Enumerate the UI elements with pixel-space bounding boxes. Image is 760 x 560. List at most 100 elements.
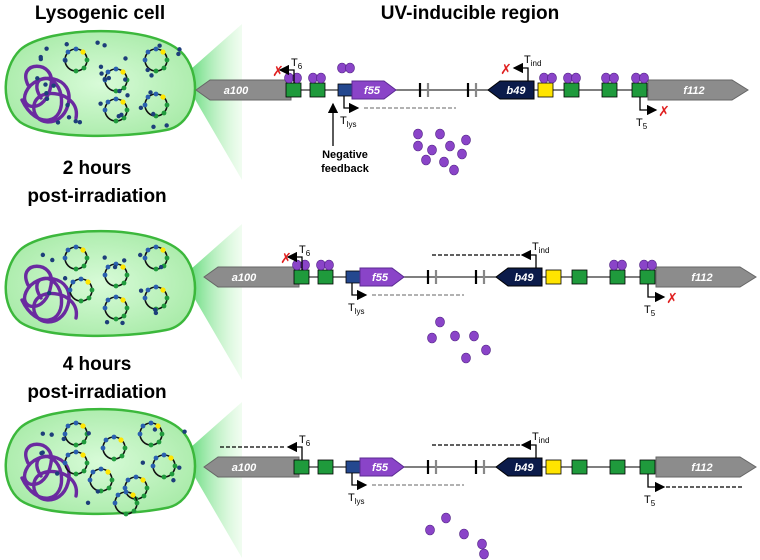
circle-marker <box>102 107 108 113</box>
operator-box <box>571 269 588 285</box>
repressor-pair-b <box>617 259 627 271</box>
gene-f55 <box>351 80 397 100</box>
circle-marker <box>73 471 79 477</box>
promoter-tind-arrow <box>512 62 529 81</box>
circle-marker <box>141 493 147 499</box>
free-repressor <box>450 330 460 342</box>
free-repressor <box>427 332 437 344</box>
cytoplasm-dot <box>157 43 162 48</box>
circle-marker <box>70 279 76 285</box>
free-repressor <box>421 154 431 166</box>
repressor-pair-b <box>571 72 581 84</box>
circle-marker <box>153 266 159 272</box>
cytoplasm-dot <box>40 431 46 436</box>
promoter-tlys-label-main: T <box>348 302 355 314</box>
cytoplasm-dot <box>151 111 156 117</box>
promoter-t5-label-main: T <box>644 304 651 316</box>
circle-marker <box>105 99 111 105</box>
cytoplasm-dot <box>66 115 72 120</box>
promoter-t5-label-main: T <box>644 494 651 506</box>
circle-marker <box>67 287 73 293</box>
circle-marker <box>105 297 111 303</box>
operator-box <box>639 269 656 285</box>
circle-marker <box>113 88 119 94</box>
promoter-tind-arrow <box>520 439 537 458</box>
circle-marker <box>112 500 118 506</box>
free-repressor <box>441 512 451 524</box>
promoter-tlys-arrow <box>351 283 368 301</box>
promoter-tind-label-main: T <box>524 54 531 66</box>
cytoplasm-dot <box>164 123 169 128</box>
circle-marker <box>65 452 71 458</box>
repressor-pair-a <box>316 259 326 271</box>
circle-marker-yellow <box>120 264 126 270</box>
circle-marker <box>73 442 79 448</box>
circle-marker-yellow <box>80 247 86 253</box>
cytoplasm-dot <box>123 56 128 61</box>
circle-marker <box>65 247 71 253</box>
free-repressor <box>479 548 489 560</box>
circle-marker <box>113 283 119 289</box>
circle-marker-yellow <box>105 469 111 475</box>
circle-marker <box>148 442 154 448</box>
free-repressor <box>477 538 487 550</box>
blocked-t6-mark: ✗ <box>272 64 284 80</box>
gene-f112 <box>647 79 749 101</box>
cytoplasm-dot <box>106 75 112 81</box>
promoter-tlys-label-sub: lys <box>355 497 365 506</box>
circle-marker <box>145 287 151 293</box>
lysogenic-cell-title: Lysogenic cell <box>35 3 165 24</box>
cytoplasm-dot <box>40 252 46 258</box>
cytoplasm-dot <box>140 460 146 465</box>
circle-marker <box>73 420 79 426</box>
gene-f55 <box>359 457 405 477</box>
circle-marker <box>145 49 151 55</box>
cytoplasm-dot <box>152 427 158 432</box>
gene-a100-label: a100 <box>232 272 257 284</box>
cytoplasm-dot <box>98 64 104 70</box>
circle-marker <box>105 69 111 75</box>
circle-marker <box>131 508 137 514</box>
circle-marker <box>102 305 108 311</box>
blue-operator-box <box>345 460 361 474</box>
cytoplasm-dot <box>112 264 118 270</box>
promoter-tind-label: Tind <box>532 431 549 445</box>
cytoplasm-dot <box>145 67 150 73</box>
repressor-pair-a <box>631 72 641 84</box>
circle-marker <box>161 303 167 309</box>
repressor-pair-a <box>563 72 573 84</box>
circle-marker <box>134 500 140 506</box>
cytoplasm-dot <box>148 90 153 95</box>
repressor-pair-b <box>345 62 355 74</box>
promoter-tind-label-sub: ind <box>539 246 550 255</box>
promoter-t5-label-sub: 5 <box>651 309 656 318</box>
operator-box <box>601 82 618 98</box>
circle-marker <box>124 305 130 311</box>
chromosome-dna <box>20 264 78 324</box>
gene-b49-label: b49 <box>507 85 527 97</box>
gene-b49 <box>495 457 543 477</box>
cytoplasm-dot <box>43 82 48 87</box>
gene-f55-label: f55 <box>364 85 381 97</box>
circle-marker <box>161 474 167 480</box>
circle-marker <box>115 492 121 498</box>
yellow-box <box>537 82 554 98</box>
circle-marker <box>153 455 159 461</box>
promoter-t6-label-main: T <box>299 434 306 446</box>
circle-marker <box>73 68 79 74</box>
circle-marker <box>86 295 92 301</box>
circle-marker <box>121 280 127 286</box>
cytoplasm-dot <box>182 429 187 434</box>
circle-marker <box>161 65 167 71</box>
cytoplasm-dot <box>35 76 40 81</box>
cytoplasm-dot <box>117 88 122 94</box>
panel2-title-line2: post-irradiation <box>27 186 166 207</box>
free-repressor <box>427 144 437 156</box>
circle-marker-yellow <box>160 287 166 293</box>
promoter-t6-label-sub: 6 <box>298 62 303 71</box>
operator-box <box>293 459 310 475</box>
panel3-title-line2: post-irradiation <box>27 382 166 403</box>
gene-f55-label: f55 <box>372 272 389 284</box>
